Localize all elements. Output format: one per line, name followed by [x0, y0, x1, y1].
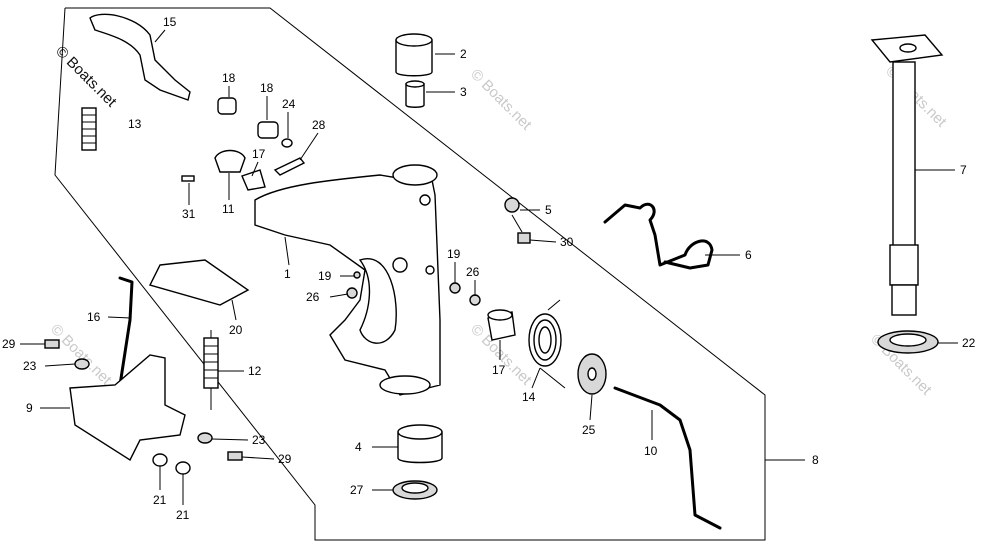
- callout-6: 6: [745, 248, 752, 262]
- callout-labels: 15 13 18 18 24 28 17 11 31 2 3 5 30 1 19…: [2, 15, 976, 522]
- lever-part-15: [89, 13, 191, 101]
- callout-9: 9: [26, 401, 33, 415]
- collar-part-17-right: [487, 309, 516, 341]
- callout-7: 7: [960, 163, 967, 177]
- collar-part-18-a: [217, 97, 237, 115]
- callout-16: 16: [87, 310, 101, 324]
- callout-19-right: 19: [447, 247, 461, 261]
- seal-part-27: [392, 480, 438, 500]
- bolt-part-5: [504, 197, 520, 213]
- bushing-part-3: [405, 80, 425, 108]
- callout-17-right: 17: [492, 363, 506, 377]
- washer-part-23-a: [74, 358, 90, 370]
- collar-part-18-b: [257, 121, 279, 139]
- bracket-part-9: [69, 354, 186, 462]
- spring-part-13: [81, 107, 97, 151]
- callout-25: 25: [582, 423, 596, 437]
- callout-20: 20: [229, 323, 243, 337]
- callout-3: 3: [460, 85, 467, 99]
- torsion-spring-part-14: [528, 299, 566, 389]
- callout-28: 28: [312, 118, 326, 132]
- link-part-11: [214, 149, 246, 173]
- callout-24: 24: [282, 97, 296, 111]
- callout-8: 8: [812, 453, 819, 467]
- washer-part-24: [281, 138, 293, 148]
- watermark-1: © Boats.net: [467, 66, 535, 134]
- bushing-part-4: [397, 424, 443, 464]
- bolt-part-26-left: [346, 287, 358, 299]
- callout-13: 13: [128, 117, 142, 131]
- tilt-lever-part-10: [613, 386, 722, 530]
- callout-26-left: 26: [306, 290, 320, 304]
- nut-part-21-b: [175, 461, 191, 475]
- callout-21-b: 21: [176, 508, 190, 522]
- callout-31: 31: [182, 207, 196, 221]
- callout-5: 5: [545, 203, 552, 217]
- callout-11: 11: [222, 202, 235, 216]
- callout-29-b: 29: [278, 452, 292, 466]
- callout-23-b: 23: [252, 433, 266, 447]
- callout-22: 22: [962, 336, 976, 350]
- nut-part-21-a: [152, 453, 168, 467]
- bolt-part-26-right: [469, 294, 481, 306]
- steering-shaft-part-7: [870, 34, 944, 316]
- bushing-part-2: [395, 33, 433, 77]
- watermark-5: © Boats.net: [47, 321, 115, 389]
- callout-18-a: 18: [222, 71, 236, 85]
- plate-part-20: [148, 259, 250, 306]
- spring-part-6: [603, 202, 714, 270]
- callout-23-a: 23: [23, 359, 37, 373]
- washer-part-22: [877, 330, 939, 354]
- watermarks: © Boats.net © Boats.net © Boats.net © Bo…: [47, 63, 950, 399]
- callout-4: 4: [355, 440, 362, 454]
- callout-30: 30: [560, 235, 574, 249]
- callout-21-a: 21: [153, 493, 167, 507]
- pin-part-28: [273, 157, 306, 176]
- spring-part-12: [203, 330, 219, 410]
- callout-26-right: 26: [466, 265, 480, 279]
- leader-lines: [20, 29, 958, 505]
- callout-14: 14: [522, 390, 536, 404]
- callout-29-a: 29: [2, 337, 16, 351]
- callout-27: 27: [350, 483, 364, 497]
- callout-10: 10: [644, 444, 658, 458]
- bolt-part-29-b: [227, 451, 243, 461]
- callout-12: 12: [248, 364, 262, 378]
- callout-2: 2: [460, 47, 467, 61]
- callout-1: 1: [284, 267, 291, 281]
- callout-18-b: 18: [260, 81, 274, 95]
- swivel-bracket-part-1: [254, 164, 441, 396]
- assembly-frame: [54, 7, 766, 541]
- callout-15: 15: [163, 15, 177, 29]
- bolt-part-30: [511, 214, 531, 244]
- bolt-part-29-a: [44, 339, 60, 349]
- callout-17-left: 17: [252, 147, 266, 161]
- callout-19-left: 19: [318, 269, 332, 283]
- washer-part-25: [577, 353, 607, 395]
- bolt-part-19-right: [449, 282, 461, 294]
- bolt-part-19-left: [353, 271, 361, 279]
- pin-part-31: [181, 175, 195, 182]
- washer-part-23-b: [197, 432, 213, 444]
